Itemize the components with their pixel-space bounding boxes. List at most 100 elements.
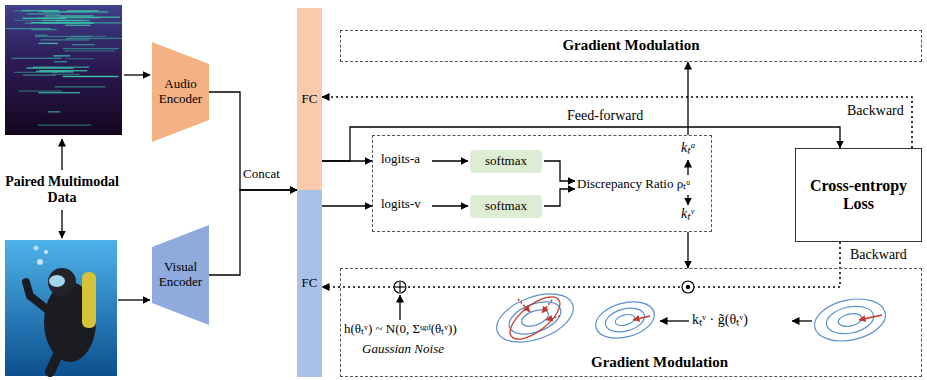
spectrogram-streak [63, 48, 119, 49]
flow-arrow [61, 210, 62, 238]
annotation-label: kₜᵛ · g̃(θₜᵛ) [692, 312, 748, 328]
flow-arrow [209, 190, 297, 275]
flow-arrow [544, 161, 575, 181]
backward-arrow [322, 97, 912, 148]
flow-arrow [432, 160, 468, 161]
spectrogram-image [6, 10, 122, 126]
flow-arrow [687, 195, 688, 205]
diver-photo [82, 272, 96, 328]
fc-layer: FC [297, 8, 322, 190]
node-text: logits-a [381, 152, 420, 167]
gradient-arrow [542, 300, 552, 313]
add-symbol [394, 281, 406, 293]
spectrogram-streak [67, 10, 99, 11]
spectrogram-streak [38, 124, 91, 125]
spectrogram-streak [41, 39, 90, 40]
flow-arrow [124, 74, 150, 75]
multiply-symbol [682, 281, 694, 293]
spectrogram-streak [66, 38, 122, 39]
softmax-box: softmax [470, 150, 542, 173]
flow-arrow [61, 139, 62, 170]
spectrogram-streak [64, 50, 115, 51]
spectrogram-streak [48, 111, 61, 112]
loss-contour [824, 302, 876, 337]
spectrogram-streak [27, 13, 60, 14]
flow-arrow [792, 320, 812, 321]
annotation-label: Gaussian Noise [362, 342, 444, 357]
spectrogram-streak [35, 35, 47, 36]
spectrogram-streak [63, 76, 119, 77]
loss-contour [490, 284, 889, 352]
flow-arrow [322, 205, 372, 206]
loss-contour [592, 296, 659, 344]
edge-label: Backward [848, 247, 909, 263]
node-text: softmax [485, 199, 527, 214]
flow-arrow [544, 189, 575, 206]
node-text: Audio Encoder [154, 77, 207, 107]
spectrogram-streak [72, 44, 95, 45]
diver-photo [26, 282, 48, 310]
audio-encoder: Audio Encoder [152, 42, 209, 142]
spectrogram-streak [36, 71, 66, 72]
flow-arrow [687, 160, 688, 175]
node-text: logits-v [381, 197, 421, 212]
node-text: FC [302, 276, 318, 291]
spectrogram-streak [39, 92, 81, 93]
flow-arrow [687, 232, 688, 268]
diver-photo [49, 275, 65, 287]
loss-contour [490, 285, 580, 352]
multiply-symbol [686, 285, 689, 288]
spectrogram-streak [56, 20, 85, 21]
annotation-label: h(θₜᵛ) ~ N(0, Σˢᵍᵈ(θₜᵛ)) [344, 322, 457, 337]
visual-encoder: Visual Encoder [152, 225, 209, 325]
edge-label: Backward [845, 103, 906, 119]
loss-contour [490, 284, 580, 352]
flow-arrow [118, 299, 150, 300]
gradient-arrow [633, 316, 650, 320]
flow-arrow [687, 62, 688, 135]
node-text: Gradient Modulation [591, 354, 728, 371]
loss-contour [811, 293, 890, 347]
node-text: Gradient Modulation [562, 37, 699, 54]
flow-arrow [209, 92, 297, 190]
spectrogram-image [5, 5, 122, 135]
gradient-arrow [859, 315, 882, 320]
spectrogram-streak [11, 58, 61, 59]
gradient-arrow [518, 299, 530, 312]
diver-photo [37, 259, 43, 265]
diver-photo [44, 250, 48, 254]
annotation-label: Concat [243, 167, 280, 182]
spectrogram-streak [45, 15, 94, 16]
diver-photo [50, 350, 60, 372]
flow-arrow [660, 320, 689, 321]
spectrogram-streak [22, 18, 66, 19]
module-box: logits-a logits-v Discrepancy Ratio ρₜᵘ sof… [372, 135, 712, 232]
spectrogram-streak [54, 55, 71, 56]
spectrogram-streak [65, 25, 90, 26]
node-text: Cross-entropy Loss [798, 177, 919, 214]
add-symbol [399, 282, 400, 292]
loss-box: Cross-entropy Loss [795, 148, 922, 242]
spectrogram-streak [42, 20, 90, 21]
spectrogram-streak [39, 43, 58, 44]
node-text: Visual Encoder [154, 260, 207, 290]
loss-contour [811, 293, 890, 347]
node-text: Discrepancy Ratio ρₜᵘ [577, 177, 690, 192]
spectrogram-streak [54, 61, 67, 62]
loss-contour [603, 304, 647, 336]
loss-contour [503, 289, 566, 346]
diver-photo [5, 240, 117, 376]
spectrogram-streak [55, 86, 106, 87]
edge-label: Feed-forward [565, 108, 645, 124]
spectrogram-streak [42, 23, 94, 24]
annotation-label: kₜᵃ [681, 140, 696, 156]
module-box: Gradient Modulation [340, 30, 922, 62]
add-symbol [394, 281, 406, 293]
diver-photo [48, 268, 76, 296]
spectrogram-streak [14, 10, 33, 11]
